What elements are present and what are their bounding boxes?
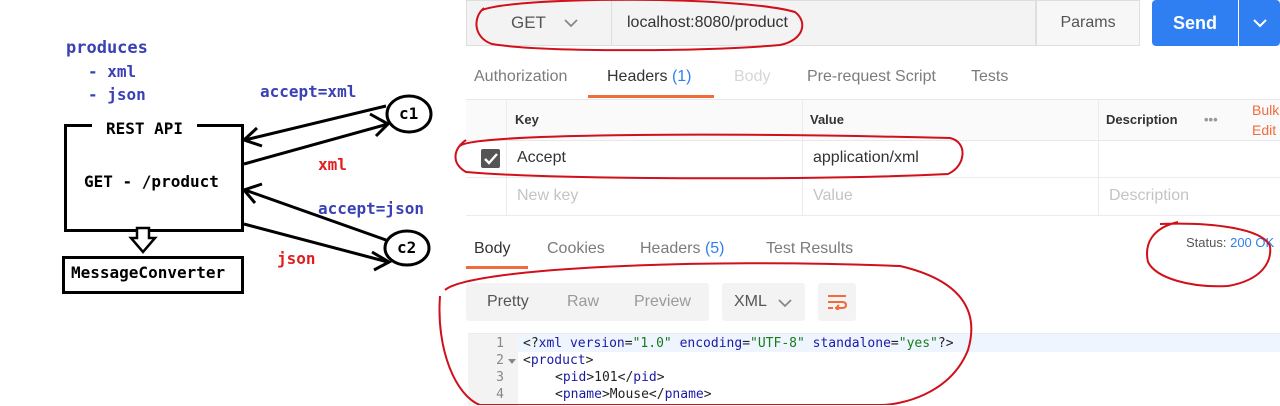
line-number: 3	[496, 370, 504, 385]
url-input[interactable]: localhost:8080/product	[612, 0, 1036, 46]
wrap-lines-button[interactable]	[818, 283, 856, 321]
tab-tests[interactable]: Tests	[971, 68, 1009, 85]
checkmark-icon	[483, 152, 498, 165]
line-number: 1	[496, 336, 504, 351]
postman-panel: GET localhost:8080/product Params Send A…	[466, 0, 1280, 406]
col-key: Key	[515, 112, 539, 127]
tab-pre-request-script[interactable]: Pre-request Script	[807, 68, 936, 85]
line-number: 4	[496, 387, 504, 402]
accept-json-label: accept=json	[318, 199, 424, 218]
message-converter-box	[62, 256, 244, 294]
status-value: 200 OK	[1230, 235, 1275, 250]
divider	[506, 99, 507, 215]
rest-api-box	[64, 124, 244, 232]
produces-item-xml: - xml	[88, 62, 137, 81]
tab-body[interactable]: Body	[734, 68, 771, 85]
bulk-edit-line2: Edit	[1252, 122, 1277, 138]
col-description: Description	[1106, 112, 1178, 127]
response-tab-body[interactable]: Body	[474, 240, 511, 257]
response-body-code[interactable]: 1 2 3 4 <?xml version="1.0" encoding="UT…	[468, 333, 1280, 406]
code-line: <pid>101</pid>	[555, 370, 665, 385]
tab-headers-label: Headers	[607, 68, 668, 85]
status-indicator: Status: 200 OK	[1186, 235, 1274, 250]
view-pretty[interactable]: Pretty	[487, 293, 529, 310]
accept-xml-label: accept=xml	[260, 82, 357, 101]
response-tab-headers[interactable]: Headers (5)	[640, 240, 725, 258]
col-value: Value	[810, 112, 844, 127]
active-response-tab-indicator	[466, 266, 528, 269]
send-button[interactable]: Send	[1152, 0, 1238, 46]
produces-item-json: - json	[88, 85, 146, 104]
code-line: <product>	[523, 353, 594, 368]
message-converter-label: MessageConverter	[71, 263, 226, 282]
fold-arrow-icon[interactable]	[508, 359, 516, 365]
response-view-bar: Pretty Raw Preview XML	[466, 283, 1280, 323]
produces-title: produces	[66, 38, 148, 58]
chevron-down-icon	[564, 19, 578, 28]
new-description-input[interactable]: Description	[1109, 187, 1190, 204]
response-json-label: json	[277, 249, 316, 268]
response-tab-cookies[interactable]: Cookies	[547, 240, 605, 257]
line-number: 2	[496, 353, 504, 368]
rest-api-title: REST API	[92, 119, 198, 138]
view-raw[interactable]: Raw	[567, 293, 600, 310]
format-select[interactable]: XML	[722, 283, 805, 321]
params-button[interactable]: Params	[1036, 0, 1140, 46]
new-key-input[interactable]: New key	[517, 187, 579, 204]
format-label: XML	[734, 293, 767, 310]
header-key[interactable]: Accept	[517, 149, 566, 166]
response-tab-test-results[interactable]: Test Results	[766, 240, 854, 257]
status-label: Status:	[1186, 235, 1227, 250]
client-c2-label: c2	[397, 238, 417, 257]
tab-authorization[interactable]: Authorization	[474, 68, 568, 85]
rest-api-diagram: produces - xml - json REST API GET - /pr…	[0, 0, 462, 405]
request-bar: GET localhost:8080/product Params Send	[466, 0, 1280, 48]
wrap-text-icon	[828, 295, 847, 310]
tab-headers[interactable]: Headers (1)	[607, 68, 692, 86]
url-value: localhost:8080/product	[627, 14, 788, 31]
more-options-icon[interactable]: •••	[1204, 112, 1218, 127]
new-header-row: New key Value Description	[466, 177, 1280, 216]
client-c1-label: c1	[399, 104, 419, 123]
code-line: <?xml version="1.0" encoding="UTF-8" sta…	[523, 336, 954, 351]
view-preview[interactable]: Preview	[634, 293, 691, 310]
send-options-button[interactable]	[1239, 0, 1280, 46]
code-line: <pname>Mouse</pname>	[555, 387, 712, 402]
chevron-down-icon	[1252, 19, 1267, 28]
chevron-down-icon	[778, 299, 792, 308]
method-select[interactable]: GET	[466, 0, 612, 46]
active-tab-indicator	[588, 95, 714, 98]
endpoint-label: GET - /product	[84, 172, 219, 191]
response-tab-headers-count: (5)	[704, 240, 725, 257]
response-tabs: Body Cookies Headers (5) Test Results	[466, 226, 1280, 270]
header-enabled-checkbox[interactable]	[481, 149, 500, 168]
tab-headers-count: (1)	[671, 68, 692, 85]
diagram-arrows	[128, 94, 433, 272]
response-xml-label: xml	[318, 155, 347, 174]
request-tabs: Authorization Headers (1) Body Pre-reque…	[466, 60, 1280, 100]
response-tab-headers-label: Headers	[640, 240, 701, 257]
view-mode-selector: Pretty Raw Preview	[466, 283, 709, 321]
new-value-input[interactable]: Value	[813, 187, 853, 204]
header-row: Accept application/xml	[466, 139, 1280, 178]
bulk-edit-line1: Bulk	[1252, 102, 1280, 118]
method-label: GET	[511, 13, 546, 32]
divider	[802, 99, 803, 215]
header-value[interactable]: application/xml	[813, 149, 919, 166]
divider	[1098, 99, 1099, 215]
headers-table-header: Key Value Description •••	[466, 99, 1280, 141]
